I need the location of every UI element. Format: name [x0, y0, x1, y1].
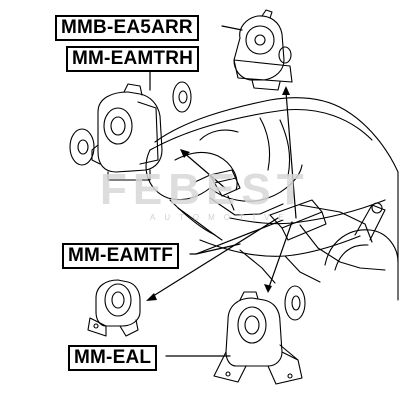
- bushing-upper: [172, 81, 192, 113]
- arrowheads: [146, 86, 290, 301]
- bushing-right: [284, 285, 306, 321]
- watermark-tagline: AUTOMOTIVE: [150, 213, 293, 222]
- part-label-mm-eal: MM-EAL: [68, 345, 158, 371]
- part-label-mm-eamtf: MM-EAMTF: [62, 243, 180, 269]
- part-label-mm-eamtrh: MM-EAMTRH: [66, 46, 200, 72]
- rear-mount-large: [91, 83, 163, 181]
- bushing-left: [69, 128, 95, 166]
- bottom-mount: [213, 291, 303, 385]
- watermark-logo: FEBEST: [100, 165, 310, 214]
- engine-bay-outline: [145, 97, 399, 301]
- part-label-mmb-ea5arr: MMB-EA5ARR: [55, 15, 199, 41]
- leader-lines: [149, 25, 297, 357]
- front-mount: [87, 279, 141, 337]
- top-right-mount: [233, 9, 293, 91]
